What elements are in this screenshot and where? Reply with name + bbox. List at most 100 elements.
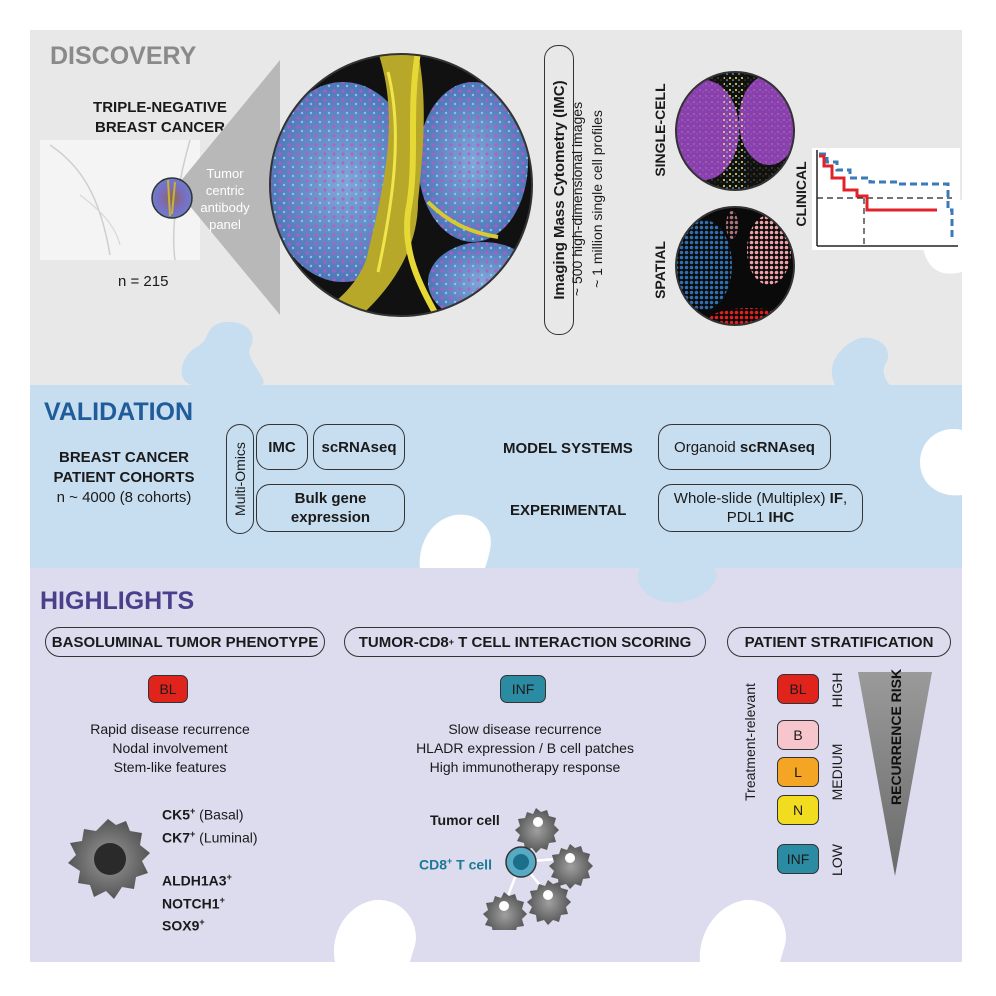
tumor-cell-label: Tumor cell [430,812,500,828]
wsi-bold: IF [829,490,844,507]
cd8-sup: + [447,856,453,866]
bulk-expression-pill: Bulk gene expression [256,484,405,532]
cd8-suffix: T cell [452,856,492,873]
aldh-sup: + [226,872,232,882]
multi-omics-pill: Multi-Omics [226,424,254,534]
aldh-label: ALDH1A3 [162,872,227,889]
single-cell-image [675,71,795,191]
tumor-cell-icon [68,819,150,899]
spatial-label: SPATIAL [652,241,668,299]
interaction-features: Slow disease recurrence HLADR expression… [395,720,655,777]
validation-right-notch [920,429,962,496]
organoid-pill: Organoid scRNAseq [658,424,831,470]
ck7-sup: + [190,828,196,839]
stem-markers: ALDH1A3+ NOTCH1+ SOX9+ [162,868,232,936]
ck5-sup: + [190,806,196,816]
cell-interaction-icon [483,808,593,930]
imc-tissue-image [269,53,533,317]
validation-tab-right [831,337,890,385]
interaction-heading-sup: + [448,637,455,647]
antibody-panel-label: Tumor centric antibody panel [196,165,254,233]
cd8-t-cell-label: CD8+ T cell [419,856,492,873]
risk-level-medium: MEDIUM [829,743,845,801]
organoid-bold: scRNAseq [739,438,815,456]
panel-line2: centric [205,183,245,198]
cohorts-line1: BREAST CANCER [58,449,189,466]
cancer-type-label: TRIPLE-NEGATIVE BREAST CANCER [60,98,260,138]
imc-pill: IMC [256,424,308,470]
single-cell-label: SINGLE-CELL [652,83,668,177]
panel-line4: panel [209,217,241,232]
sample-core-thumbnail [151,177,193,219]
patient-cohorts-label: BREAST CANCER PATIENT COHORTS n ~ 4000 (… [36,448,212,508]
interaction-heading-suffix: T CELL INTERACTION SCORING [454,633,692,651]
treatment-relevant-label: Treatment-relevant [742,683,758,801]
bl-line2: Nodal involvement [112,740,228,756]
organoid-prefix: Organoid [674,438,740,456]
panel-line1: Tumor [206,166,244,181]
panel-line3: antibody [200,200,250,215]
imc-stat-images: ~ 500 high-dimensional images [569,101,585,297]
survival-curve [812,148,960,250]
ck5-note: (Basal) [195,806,244,823]
experimental-label: EXPERIMENTAL [510,502,627,519]
bulk-line1: Bulk gene [294,490,367,507]
imc-stat-cells: ~ 1 million single cell profiles [589,110,605,288]
bl-line3: Stem-like features [113,759,227,775]
pdl1-bold: IHC [768,509,795,526]
stratification-heading: PATIENT STRATIFICATION [727,627,951,657]
strat-badge-bl: BL [777,674,819,704]
inf-badge: INF [500,675,546,703]
wsi-suffix: , [843,490,848,507]
whole-slide-pill: Whole-slide (Multiplex) IF, PDL1 IHC [658,484,863,532]
bl-line1: Rapid disease recurrence [90,721,250,737]
discovery-title: DISCOVERY [50,42,197,70]
cancer-type-line2: BREAST CANCER [94,119,225,136]
risk-level-high: HIGH [829,672,845,708]
recurrence-risk-wedge [858,672,932,876]
cancer-type-line1: TRIPLE-NEGATIVE [93,99,227,116]
inf-line2: HLADR expression / B cell patches [416,740,634,756]
risk-level-low: LOW [829,844,845,876]
spatial-image [675,206,795,326]
ck7-note: (Luminal) [195,829,258,846]
bl-badge: BL [148,675,188,703]
bulk-line2: expression [290,509,371,526]
highlights-notch-bottom-right [699,899,786,962]
basoluminal-features: Rapid disease recurrence Nodal involveme… [40,720,300,777]
tumor-cell-satellites [483,808,593,930]
highlights-notch-top [419,514,491,568]
sox-label: SOX9 [162,917,200,934]
validation-panel [30,385,962,568]
highlights-title: HIGHLIGHTS [40,587,195,615]
strat-badge-inf: INF [777,844,819,874]
notch-label: NOTCH1 [162,895,220,912]
ck5-label: CK5 [162,806,191,823]
interaction-heading: TUMOR-CD8+ T CELL INTERACTION SCORING [344,627,706,657]
zoom-cone [175,60,280,315]
highlights-notch-bottom-left [334,899,416,962]
sox-sup: + [199,917,205,928]
strat-badge-n: N [777,795,819,825]
cd8-prefix: CD8 [419,856,448,873]
validation-tab-left [181,321,264,385]
pdl1-prefix: PDL1 [726,509,769,526]
cohorts-line3: n ~ 4000 (8 cohorts) [56,489,192,506]
recurrence-risk-label: RECURRENCE RISK [888,668,904,805]
validation-tab-bottom [638,568,717,603]
basoluminal-heading: BASOLUMINAL TUMOR PHENOTYPE [45,627,325,657]
wsi-prefix: Whole-slide (Multiplex) [673,490,830,507]
luminal-markers: CK5+ (Basal) CK7+ (Luminal) [162,802,258,847]
strat-badge-b: B [777,720,819,750]
notch-sup: + [219,894,225,905]
inf-line3: High immunotherapy response [429,759,621,775]
scrnaseq-pill: scRNAseq [313,424,405,470]
interaction-heading-prefix: TUMOR-CD8 [358,633,449,651]
sample-size: n = 215 [118,273,169,290]
clinical-label: CLINICAL [793,161,809,227]
strat-badge-l: L [777,757,819,787]
ck7-label: CK7 [162,829,191,846]
model-systems-label: MODEL SYSTEMS [503,440,633,457]
cohorts-line2: PATIENT COHORTS [53,469,195,486]
inf-line1: Slow disease recurrence [448,721,602,737]
